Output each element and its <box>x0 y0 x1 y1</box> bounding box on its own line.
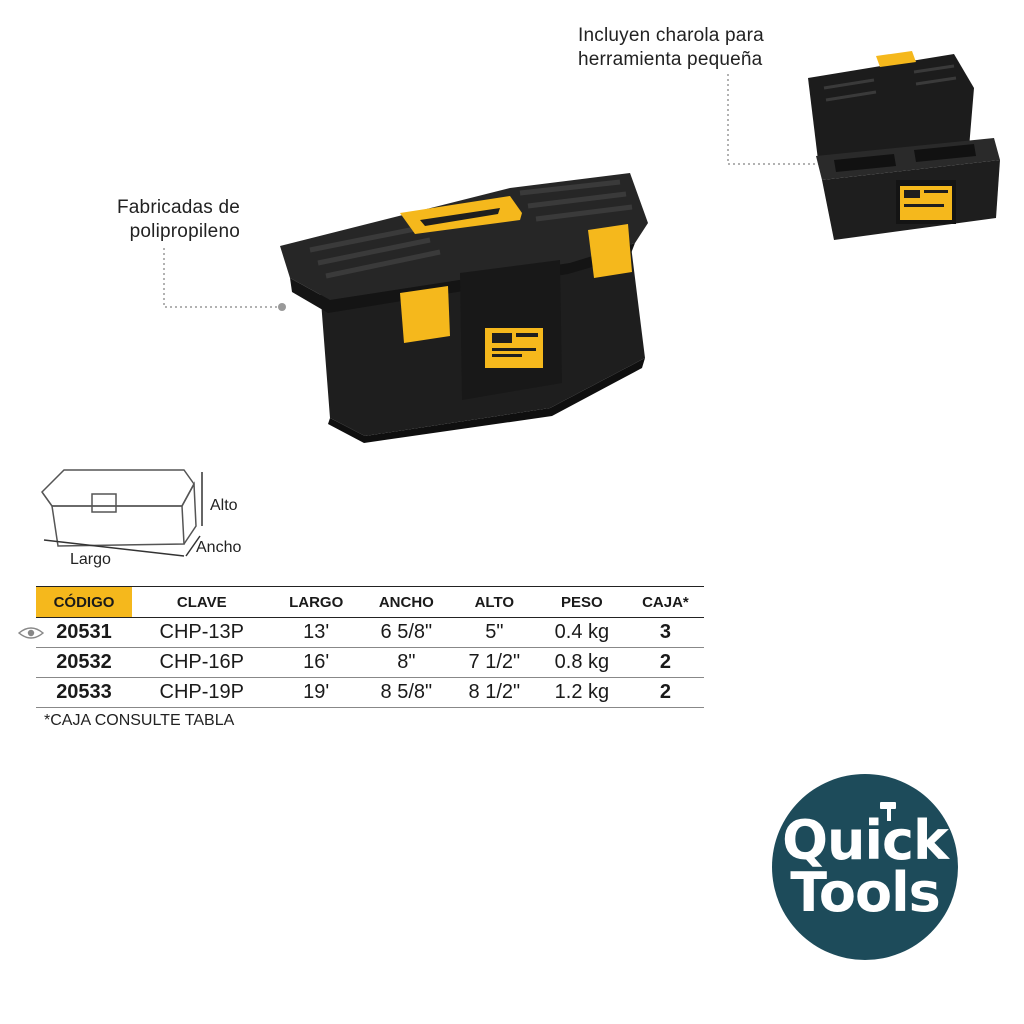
row-alto: 8 1/2" <box>451 677 537 708</box>
header-largo: LARGO <box>271 586 361 618</box>
quick-tools-logo: Quick Tools <box>772 774 958 960</box>
dimension-height-label: Alto <box>210 497 238 514</box>
callout-material: Fabricadas de polipropileno <box>100 196 240 244</box>
row-code: 20531 <box>18 617 132 648</box>
table-row: 20532 CHP-16P 16' 8" 7 1/2" 0.8 kg 2 <box>36 647 704 678</box>
row-clave: CHP-16P <box>132 647 272 678</box>
row-ancho: 8" <box>360 647 452 678</box>
table-row: 20533 CHP-19P 19' 8 5/8" 8 1/2" 1.2 kg 2 <box>36 677 704 708</box>
row-caja: 3 <box>626 617 704 648</box>
row-clave: CHP-19P <box>132 677 272 708</box>
row-code: 20533 <box>36 677 132 708</box>
callout-tray: Incluyen charola para herramienta pequeñ… <box>578 24 788 72</box>
eye-icon[interactable] <box>18 626 44 640</box>
row-largo: 13' <box>271 617 361 648</box>
callout-tray-line-1: Incluyen charola para <box>578 25 764 46</box>
header-clave: CLAVE <box>132 586 272 618</box>
dimension-width-label: Ancho <box>196 539 242 556</box>
header-ancho: ANCHO <box>360 586 452 618</box>
material-leader-line <box>163 248 286 311</box>
logo-word-tools: Tools <box>790 861 941 924</box>
row-peso: 0.8 kg <box>536 647 627 678</box>
toolbox-open-image <box>808 51 1000 240</box>
row-peso: 0.4 kg <box>536 617 627 648</box>
row-alto: 5" <box>451 617 537 648</box>
row-largo: 19' <box>271 677 361 708</box>
header-alto: ALTO <box>451 586 537 618</box>
row-code-text: 20531 <box>56 621 112 643</box>
dimension-diagram <box>41 469 203 557</box>
row-clave: CHP-13P <box>132 617 272 648</box>
callout-tray-line-2: herramienta pequeña <box>578 49 763 70</box>
row-largo: 16' <box>271 647 361 678</box>
row-ancho: 8 5/8" <box>360 677 452 708</box>
row-peso: 1.2 kg <box>536 677 627 708</box>
header-caja: CAJA* <box>626 586 704 618</box>
dimension-length-label: Largo <box>70 551 111 568</box>
logo-word-quick: Quick <box>782 809 949 872</box>
table-row: 20531 CHP-13P 13' 6 5/8" 5" 0.4 kg 3 <box>18 617 704 648</box>
table-header-row: CÓDIGO CLAVE LARGO ANCHO ALTO PESO CAJA* <box>36 586 704 618</box>
row-ancho: 6 5/8" <box>360 617 452 648</box>
row-caja: 2 <box>626 677 704 708</box>
hammer-icon <box>880 802 896 821</box>
spec-table: CÓDIGO CLAVE LARGO ANCHO ALTO PESO CAJA*… <box>18 586 704 708</box>
row-alto: 7 1/2" <box>451 647 537 678</box>
row-code: 20532 <box>36 647 132 678</box>
callout-material-line-1: Fabricadas de <box>116 197 240 218</box>
callout-material-line-2: polipropileno <box>129 221 240 242</box>
row-caja: 2 <box>626 647 704 678</box>
header-peso: PESO <box>536 586 627 618</box>
toolbox-closed-image <box>280 173 648 443</box>
header-codigo: CÓDIGO <box>36 586 132 618</box>
footnote: *CAJA CONSULTE TABLA <box>44 712 235 729</box>
